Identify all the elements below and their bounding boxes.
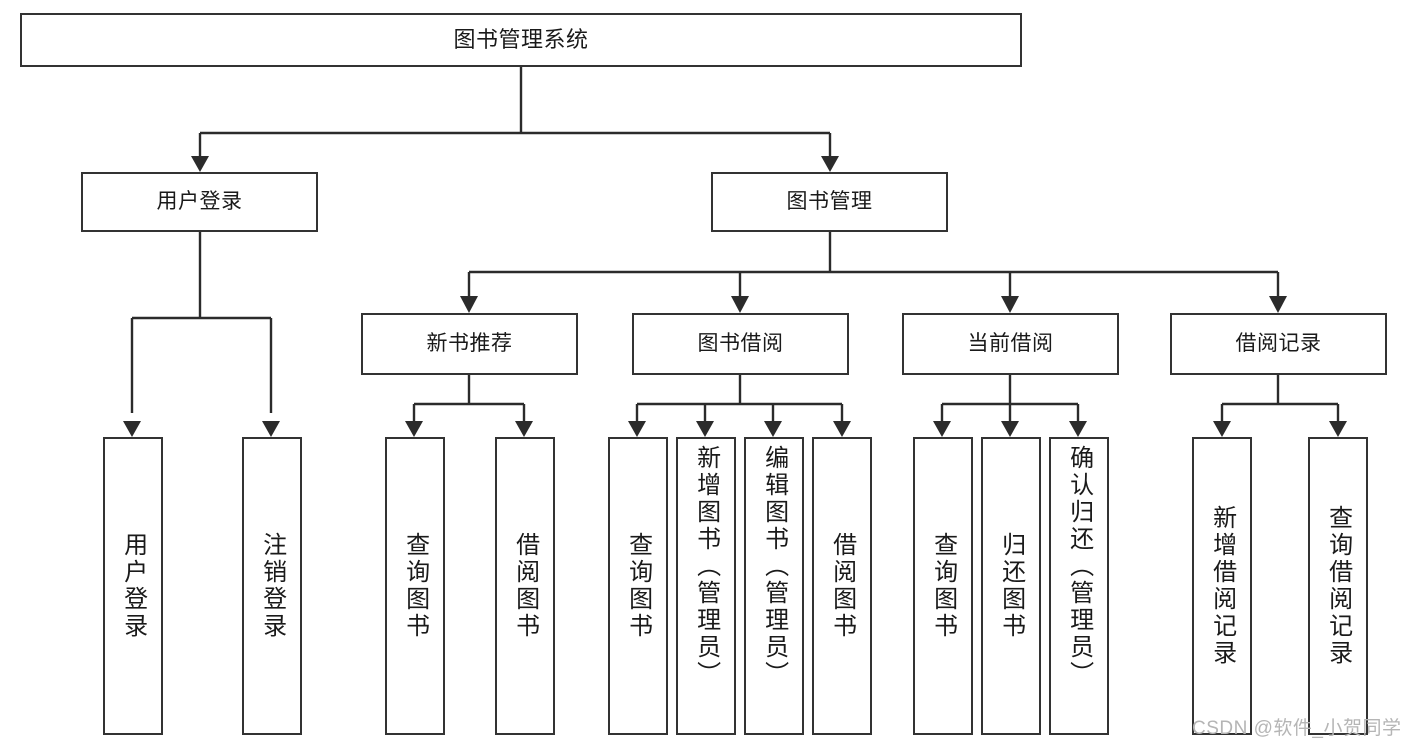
node-borrow-record[interactable]: 借阅记录 <box>1170 313 1387 375</box>
leaf-query-book-current[interactable]: 查询图书 <box>913 437 973 735</box>
node-label: 查询图书 <box>624 532 652 640</box>
node-book-management[interactable]: 图书管理 <box>711 172 948 232</box>
node-label: 查询图书 <box>401 532 429 640</box>
node-label: 查询借阅记录 <box>1324 505 1352 667</box>
node-label: 注销登录 <box>258 532 286 640</box>
node-label: 确认归还（管理员） <box>1065 445 1093 688</box>
leaf-borrow-book[interactable]: 借阅图书 <box>812 437 872 735</box>
node-current-borrow[interactable]: 当前借阅 <box>902 313 1119 375</box>
node-label: 编辑图书（管理员） <box>760 445 788 688</box>
leaf-borrow-book-new[interactable]: 借阅图书 <box>495 437 555 735</box>
csdn-watermark: CSDN @软件_小贺同学 <box>1192 718 1402 739</box>
node-label: 图书管理系统 <box>453 26 589 52</box>
leaf-user-login[interactable]: 用户登录 <box>103 437 163 735</box>
leaf-return-book[interactable]: 归还图书 <box>981 437 1041 735</box>
node-book-borrow[interactable]: 图书借阅 <box>632 313 849 375</box>
node-label: 借阅记录 <box>1235 332 1322 356</box>
leaf-edit-book-admin[interactable]: 编辑图书（管理员） <box>744 437 804 735</box>
node-new-book-recommend[interactable]: 新书推荐 <box>361 313 578 375</box>
node-label: 归还图书 <box>997 532 1025 640</box>
node-label: 图书管理 <box>786 190 873 214</box>
leaf-query-book-new[interactable]: 查询图书 <box>385 437 445 735</box>
node-label: 新增借阅记录 <box>1208 505 1236 667</box>
leaf-confirm-return-admin[interactable]: 确认归还（管理员） <box>1049 437 1109 735</box>
leaf-add-borrow-record[interactable]: 新增借阅记录 <box>1192 437 1252 735</box>
node-label: 新增图书（管理员） <box>692 445 720 688</box>
node-label: 查询图书 <box>929 532 957 640</box>
node-label: 借阅图书 <box>828 532 856 640</box>
leaf-user-logout[interactable]: 注销登录 <box>242 437 302 735</box>
node-user-login[interactable]: 用户登录 <box>81 172 318 232</box>
node-root-book-management-system[interactable]: 图书管理系统 <box>20 13 1022 67</box>
node-label: 用户登录 <box>156 190 243 214</box>
node-label: 新书推荐 <box>426 332 513 356</box>
node-label: 用户登录 <box>119 532 147 640</box>
node-label: 借阅图书 <box>511 532 539 640</box>
leaf-add-book-admin[interactable]: 新增图书（管理员） <box>676 437 736 735</box>
node-label: 当前借阅 <box>967 332 1054 356</box>
node-label: 图书借阅 <box>697 332 784 356</box>
leaf-query-book-borrow[interactable]: 查询图书 <box>608 437 668 735</box>
leaf-query-borrow-record[interactable]: 查询借阅记录 <box>1308 437 1368 735</box>
